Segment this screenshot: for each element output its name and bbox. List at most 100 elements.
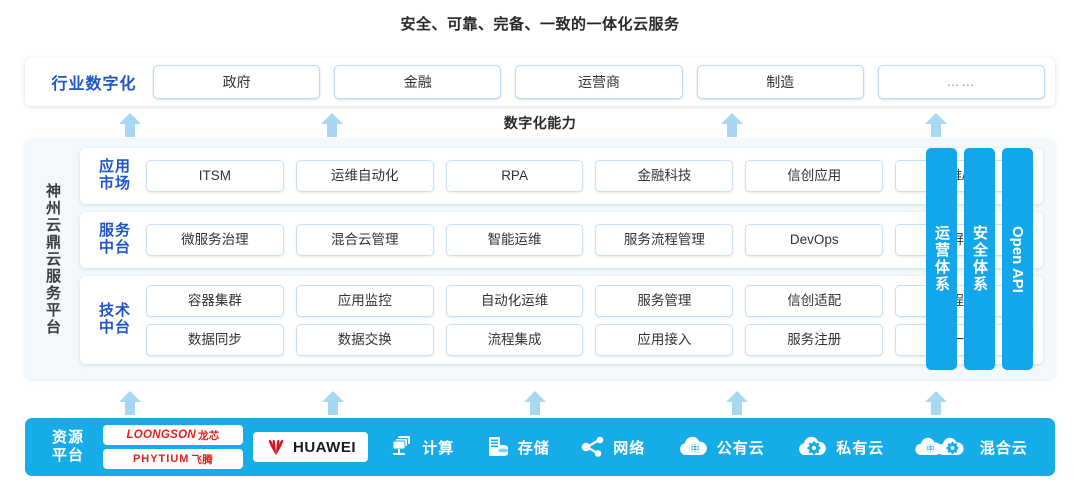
loongson-logo: LOONGSON 龙芯 — [103, 425, 243, 445]
industry-digitalization-band: 行业数字化 政府 金融 运营商 制造 …… — [25, 58, 1055, 106]
cell-ops-automation[interactable]: 运维自动化 — [295, 160, 434, 192]
layer-service-middle-card: 服务 中台 微服务治理 混合云管理 智能运维 服务流程管理 DevOps 大屏展… — [80, 212, 1043, 268]
layer-label-line1: 服务 — [98, 222, 131, 240]
industry-chip-government[interactable]: 政府 — [153, 65, 321, 99]
resource-item-hybrid-cloud[interactable]: 混合云 — [915, 435, 1028, 459]
cell-service-process-management[interactable]: 服务流程管理 — [595, 224, 734, 256]
cell-intelligent-ops[interactable]: 智能运维 — [445, 224, 584, 256]
phytium-logo: PHYTIUM 飞腾 — [103, 449, 243, 469]
cell-rpa[interactable]: RPA — [445, 160, 584, 192]
resource-item-private-cloud[interactable]: 私有云 — [795, 435, 884, 459]
industry-chip-list: 政府 金融 运营商 制造 …… — [153, 65, 1046, 99]
platform-side-label: 神州云鼎云服务平台 — [25, 139, 80, 379]
layer-label-line2: 中台 — [98, 319, 131, 336]
capability-caption: 数字化能力 — [503, 115, 577, 131]
up-arrow-icon — [923, 112, 949, 138]
phytium-logo-text: PHYTIUM — [132, 453, 190, 465]
platform-side-label-text: 神州云鼎云服务平台 — [44, 182, 61, 336]
up-arrow-icon — [719, 112, 745, 138]
layer-app-market: 应用 市场 ITSM 运维自动化 RPA 金融科技 信创应用 运维/运营 — [80, 148, 1043, 204]
resource-item-private-cloud-label: 私有云 — [836, 439, 885, 457]
cell-app-monitoring[interactable]: 应用监控 — [295, 284, 434, 317]
up-arrow-icon — [320, 390, 346, 416]
layer-app-market-grid: ITSM 运维自动化 RPA 金融科技 信创应用 运维/运营 — [146, 160, 1033, 192]
resource-label-line2: 平台 — [51, 447, 84, 464]
layer-label-line1: 技术 — [98, 302, 131, 320]
layer-service-middle: 服务 中台 微服务治理 混合云管理 智能运维 服务流程管理 DevOps 大屏展… — [80, 212, 1043, 268]
huawei-flower-icon — [265, 438, 287, 456]
up-arrow-icon — [319, 112, 345, 138]
huawei-logo-text: HUAWEI — [293, 438, 356, 456]
phytium-logo-cn: 飞腾 — [191, 453, 214, 466]
cell-xinchuang-adaptation[interactable]: 信创适配 — [745, 284, 884, 317]
page-title: 安全、可靠、完备、一致的一体化云服务 — [400, 16, 680, 33]
up-arrow-icon — [117, 112, 143, 138]
chip-vendor-logos: LOONGSON 龙芯 PHYTIUM 飞腾 — [103, 425, 243, 469]
resource-platform-label: 资源 平台 — [37, 429, 99, 465]
resource-item-compute[interactable]: 计算 — [389, 434, 454, 460]
cell-data-sync[interactable]: 数据同步 — [146, 323, 284, 356]
layer-service-middle-grid: 微服务治理 混合云管理 智能运维 服务流程管理 DevOps 大屏展示 — [146, 224, 1033, 256]
layer-row: 数据同步 数据交换 流程集成 应用接入 服务注册 统一认证 — [146, 323, 1033, 356]
resource-item-list: 计算 — [374, 434, 1043, 460]
private-cloud-icon — [795, 435, 829, 459]
resource-label-line1: 资源 — [51, 429, 84, 446]
up-arrow-icon — [923, 390, 949, 416]
pillar-open-api-label: Open API — [1009, 225, 1026, 293]
up-arrow-icon — [117, 390, 143, 416]
layer-tech-middle-label: 技术 中台 — [88, 302, 142, 337]
cell-service-registry[interactable]: 服务注册 — [745, 323, 884, 356]
layer-app-market-label: 应用 市场 — [88, 158, 142, 193]
resource-item-public-cloud[interactable]: 公有云 — [676, 435, 765, 459]
cell-xinchuang-app[interactable]: 信创应用 — [745, 160, 884, 192]
resource-item-public-cloud-label: 公有云 — [716, 439, 765, 457]
cell-itsm[interactable]: ITSM — [146, 160, 284, 192]
huawei-logo: HUAWEI — [253, 432, 368, 462]
cell-container-cluster[interactable]: 容器集群 — [146, 284, 284, 317]
cell-service-management[interactable]: 服务管理 — [595, 284, 734, 317]
layer-label-line2: 市场 — [98, 175, 131, 192]
platform-pillars: 运营体系 安全体系 Open API — [926, 148, 1033, 370]
layer-row: 容器集群 应用监控 自动化运维 服务管理 信创适配 流程引擎 — [146, 284, 1033, 317]
resource-item-network-label: 网络 — [613, 439, 646, 457]
pillar-security-system-label: 安全体系 — [971, 225, 988, 293]
up-arrow-icon — [724, 390, 750, 416]
cell-fintech[interactable]: 金融科技 — [595, 160, 734, 192]
industry-chip-carrier[interactable]: 运营商 — [515, 65, 683, 99]
layer-tech-middle-card: 技术 中台 容器集群 应用监控 自动化运维 服务管理 信创适配 流程引擎 数据同… — [80, 276, 1043, 364]
cloud-service-platform: 神州云鼎云服务平台 应用 市场 ITSM 运维自动化 RPA 金融科技 信创应用… — [25, 139, 1055, 379]
resource-item-storage-label: 存储 — [517, 439, 550, 457]
cell-microservice-governance[interactable]: 微服务治理 — [146, 224, 284, 256]
cell-hybrid-cloud-management[interactable]: 混合云管理 — [295, 224, 434, 256]
layer-row: ITSM 运维自动化 RPA 金融科技 信创应用 运维/运营 — [146, 160, 1033, 192]
industry-chip-finance[interactable]: 金融 — [334, 65, 502, 99]
hybrid-cloud-icon — [915, 435, 973, 459]
resource-item-compute-label: 计算 — [422, 439, 455, 457]
layer-tech-middle-grid: 容器集群 应用监控 自动化运维 服务管理 信创适配 流程引擎 数据同步 数据交换… — [146, 284, 1033, 356]
cell-devops[interactable]: DevOps — [745, 224, 884, 256]
layer-label-line2: 中台 — [98, 239, 131, 256]
industry-chip-more[interactable]: …… — [877, 65, 1046, 99]
cell-process-integration[interactable]: 流程集成 — [445, 323, 584, 356]
loongson-logo-cn: 龙芯 — [197, 429, 220, 442]
layer-tech-middle: 技术 中台 容器集群 应用监控 自动化运维 服务管理 信创适配 流程引擎 数据同… — [80, 276, 1043, 364]
resource-platform-bar: 资源 平台 LOONGSON 龙芯 PHYTIUM 飞腾 HUAWEI — [25, 418, 1055, 476]
resource-item-hybrid-cloud-label: 混合云 — [979, 439, 1028, 457]
up-arrow-icon — [522, 390, 548, 416]
public-cloud-icon — [676, 435, 710, 459]
pillar-operations-system[interactable]: 运营体系 — [926, 148, 957, 370]
layer-row: 微服务治理 混合云管理 智能运维 服务流程管理 DevOps 大屏展示 — [146, 224, 1033, 256]
industry-band-label: 行业数字化 — [51, 76, 137, 93]
industry-chip-manufacturing[interactable]: 制造 — [696, 65, 864, 99]
resource-item-storage[interactable]: 存储 — [485, 434, 550, 460]
layer-label-line1: 应用 — [98, 158, 131, 176]
pillar-security-system[interactable]: 安全体系 — [964, 148, 995, 370]
cell-app-access[interactable]: 应用接入 — [595, 323, 734, 356]
loongson-logo-text: LOONGSON — [126, 429, 196, 441]
network-icon — [580, 434, 606, 460]
cell-automated-ops[interactable]: 自动化运维 — [445, 284, 584, 317]
layer-service-middle-label: 服务 中台 — [88, 222, 142, 257]
pillar-open-api[interactable]: Open API — [1002, 148, 1033, 370]
resource-item-network[interactable]: 网络 — [580, 434, 645, 460]
cell-data-exchange[interactable]: 数据交换 — [295, 323, 434, 356]
